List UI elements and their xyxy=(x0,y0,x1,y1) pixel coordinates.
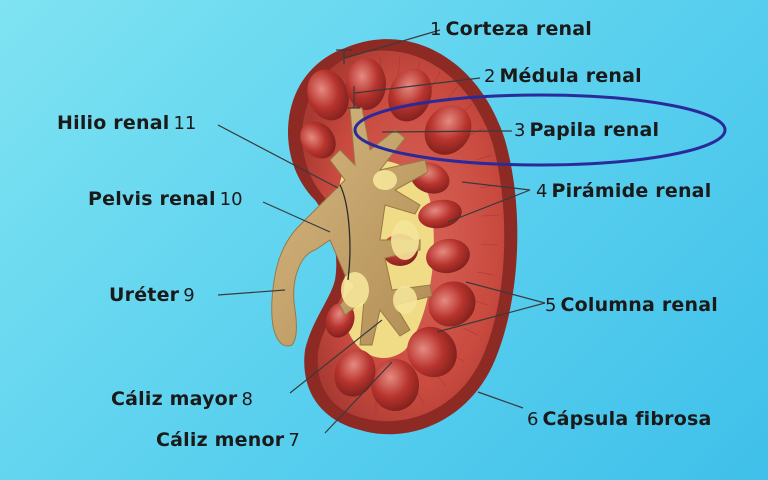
label-name: Cáliz menor xyxy=(156,429,285,451)
label-number: 7 xyxy=(288,430,300,451)
label-number: 2 xyxy=(484,66,496,87)
label-name: Hilio renal xyxy=(57,112,170,134)
label-number: 4 xyxy=(536,181,548,202)
label-number: 1 xyxy=(430,19,442,40)
highlight-ellipse xyxy=(353,93,727,167)
label-name: Columna renal xyxy=(560,294,718,316)
fat-lobules xyxy=(341,170,419,314)
label-name: Uréter xyxy=(109,284,180,306)
label-name: Corteza renal xyxy=(445,18,593,40)
label-name: Médula renal xyxy=(499,65,642,87)
label-number: 3 xyxy=(514,120,526,141)
label-number: 9 xyxy=(183,285,195,306)
label-name: Cáliz mayor xyxy=(111,388,238,410)
label-name: Pelvis renal xyxy=(88,188,216,210)
label-number: 6 xyxy=(527,409,539,430)
hilio-outline xyxy=(339,184,351,281)
calyces-pelvis-ureter xyxy=(271,107,433,347)
label-name: Cápsula fibrosa xyxy=(542,408,712,430)
leader-lines xyxy=(217,29,546,434)
label-number: 5 xyxy=(545,295,557,316)
label-name: Papila renal xyxy=(529,119,660,141)
label-number: 8 xyxy=(241,389,253,410)
label-name: Pirámide renal xyxy=(551,180,712,202)
label-number: 11 xyxy=(173,113,197,134)
label-number: 10 xyxy=(219,189,243,210)
